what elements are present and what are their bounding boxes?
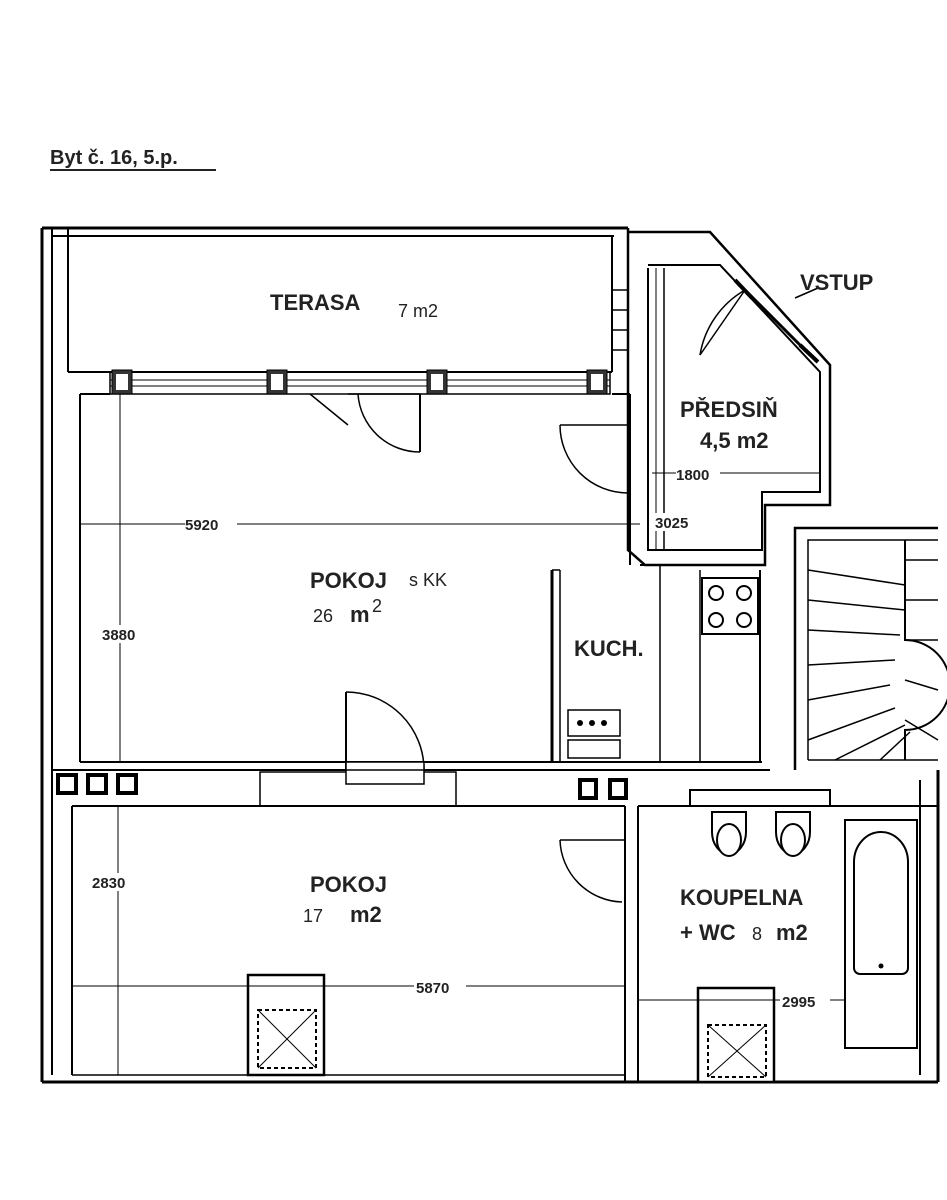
bathroom-walls	[637, 789, 938, 1084]
dim-pokoj-kk-depth: 3880	[102, 627, 135, 644]
bedroom-walls	[71, 805, 626, 1082]
dim-pokoj-width: 5870	[416, 980, 449, 997]
room-name-predsin: PŘEDSIŇ	[680, 397, 778, 422]
room-suffix-pokoj-kk: s KK	[409, 570, 447, 590]
living-room-walls	[52, 393, 770, 807]
room-name-pokoj-kk: POKOJ	[310, 568, 387, 593]
dim-predsin-depth: 3025	[655, 515, 688, 532]
room-name-pokoj: POKOJ	[310, 872, 387, 897]
room-name-kuchyn: KUCH.	[574, 636, 644, 661]
dim-koupelna-width: 2995	[782, 994, 815, 1011]
outer-walls	[40, 226, 940, 1084]
room-area-number-pokoj-kk: 26	[313, 606, 333, 626]
room-area-predsin: 4,5 m2	[700, 428, 769, 453]
room-area-number-koupelna: 8	[752, 924, 762, 944]
room-area-number-pokoj: 17	[303, 906, 323, 926]
room-area-unit-pokoj: m2	[350, 902, 382, 927]
dim-pokoj-depth: 2830	[92, 875, 125, 892]
terrace-outline	[67, 228, 613, 453]
entry-label: VSTUP	[800, 270, 873, 295]
room-area-unit-koupelna: m2	[776, 920, 808, 945]
plan-title: Byt č. 16, 5.p.	[50, 147, 178, 169]
room-prefix-koupelna: + WC	[680, 920, 736, 945]
room-name-koupelna: KOUPELNA	[680, 885, 804, 910]
staircase	[793, 526, 947, 770]
room-area-sup-pokoj-kk: 2	[372, 596, 382, 616]
room-area-unit-pokoj-kk: m	[350, 602, 370, 627]
room-name-terasa: TERASA	[270, 290, 361, 315]
dim-predsin-width: 1800	[676, 467, 709, 484]
vent-blocks	[56, 773, 628, 800]
room-area-terasa: 7 m2	[398, 301, 438, 321]
dim-pokoj-kk-width: 5920	[185, 517, 218, 534]
hall-walls	[612, 228, 832, 567]
